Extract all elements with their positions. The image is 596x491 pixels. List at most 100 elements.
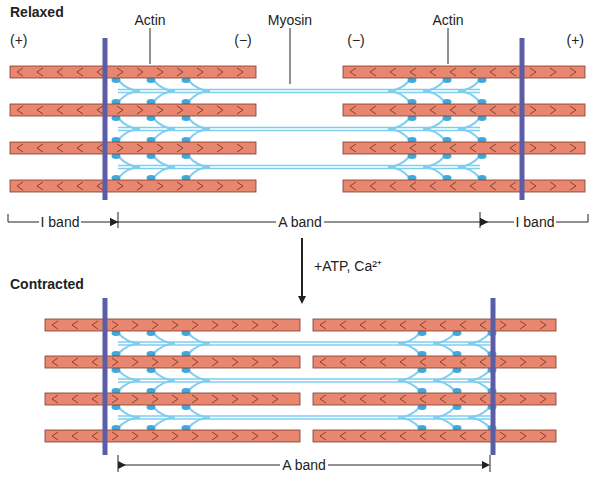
polarity-chevron	[380, 395, 386, 403]
polarity-chevron	[177, 182, 183, 190]
polarity-chevron	[252, 432, 258, 440]
polarity-label: (−)	[345, 32, 367, 48]
myosin-neck	[188, 418, 210, 429]
myosin-neck	[118, 80, 140, 91]
polarity-chevron	[172, 432, 178, 440]
contracted-sarcomere	[45, 298, 556, 455]
band-label: A band	[276, 214, 324, 230]
myosin-neck	[188, 80, 210, 91]
polarity-chevron	[350, 182, 356, 190]
polarity-chevron	[340, 358, 346, 366]
myosin-neck	[153, 167, 175, 178]
polarity-chevron	[112, 395, 118, 403]
myosin-neck	[398, 333, 420, 344]
polarity-chevron	[37, 106, 43, 114]
polarity-chevron	[37, 182, 43, 190]
polarity-chevron	[480, 321, 486, 329]
z-disk	[103, 298, 108, 455]
polarity-chevron	[380, 321, 386, 329]
polarity-chevron	[390, 106, 396, 114]
myosin-neck	[118, 344, 140, 355]
myosin-neck	[458, 156, 480, 167]
polarity-chevron	[500, 432, 506, 440]
polarity-chevron	[112, 432, 118, 440]
polarity-chevron	[177, 68, 183, 76]
polarity-chevron	[450, 106, 456, 114]
actin-filament	[10, 66, 256, 78]
polarity-chevron	[420, 321, 426, 329]
polarity-chevron	[197, 182, 203, 190]
polarity-chevron	[17, 182, 23, 190]
polarity-chevron	[152, 321, 158, 329]
polarity-chevron	[550, 106, 556, 114]
myosin-neck	[118, 381, 140, 392]
actin-filament	[45, 319, 300, 331]
actin-filament	[45, 430, 300, 442]
polarity-chevron	[252, 395, 258, 403]
polarity-chevron	[390, 182, 396, 190]
polarity-chevron	[57, 68, 63, 76]
polarity-chevron	[177, 144, 183, 152]
polarity-chevron	[400, 321, 406, 329]
polarity-chevron	[117, 144, 123, 152]
polarity-chevron	[237, 68, 243, 76]
polarity-label: (+)	[565, 32, 587, 48]
polarity-chevron	[177, 106, 183, 114]
polarity-chevron	[390, 68, 396, 76]
polarity-chevron	[460, 395, 466, 403]
polarity-chevron	[470, 144, 476, 152]
polarity-chevron	[52, 321, 58, 329]
actin-filament	[343, 66, 585, 78]
polarity-chevron	[92, 358, 98, 366]
myosin-neck	[153, 91, 175, 102]
polarity-chevron	[470, 106, 476, 114]
z-disk	[491, 298, 496, 455]
polarity-chevron	[430, 182, 436, 190]
myosin-neck	[458, 80, 480, 91]
polarity-chevron	[97, 144, 103, 152]
band-label: I band	[39, 214, 82, 230]
z-disk	[520, 38, 525, 200]
polarity-label: (+)	[8, 32, 30, 48]
polarity-chevron	[72, 432, 78, 440]
polarity-chevron	[520, 432, 526, 440]
polarity-chevron	[52, 358, 58, 366]
myosin-neck	[153, 129, 175, 140]
polarity-chevron	[510, 106, 516, 114]
polarity-chevron	[232, 395, 238, 403]
polarity-chevron	[212, 358, 218, 366]
myosin-neck	[118, 407, 140, 418]
part-label: Myosin	[266, 12, 314, 28]
polarity-chevron	[420, 432, 426, 440]
polarity-chevron	[470, 68, 476, 76]
polarity-chevron	[252, 321, 258, 329]
polarity-chevron	[212, 321, 218, 329]
myosin-neck	[398, 381, 420, 392]
polarity-chevron	[117, 106, 123, 114]
polarity-chevron	[320, 395, 326, 403]
myosin-neck	[468, 381, 490, 392]
polarity-chevron	[480, 358, 486, 366]
part-label: Actin	[430, 12, 465, 28]
polarity-chevron	[152, 432, 158, 440]
polarity-chevron	[157, 68, 163, 76]
myosin-neck	[153, 156, 175, 167]
polarity-chevron	[440, 321, 446, 329]
polarity-chevron	[440, 432, 446, 440]
polarity-chevron	[360, 395, 366, 403]
polarity-chevron	[97, 106, 103, 114]
polarity-chevron	[550, 68, 556, 76]
polarity-chevron	[52, 432, 58, 440]
polarity-chevron	[510, 182, 516, 190]
myosin-neck	[153, 118, 175, 129]
polarity-chevron	[350, 106, 356, 114]
polarity-chevron	[172, 358, 178, 366]
polarity-chevron	[470, 182, 476, 190]
polarity-chevron	[217, 106, 223, 114]
polarity-chevron	[137, 106, 143, 114]
myosin-neck	[188, 333, 210, 344]
actin-filament	[10, 142, 256, 154]
actin-filament	[10, 104, 256, 116]
myosin-neck	[468, 418, 490, 429]
